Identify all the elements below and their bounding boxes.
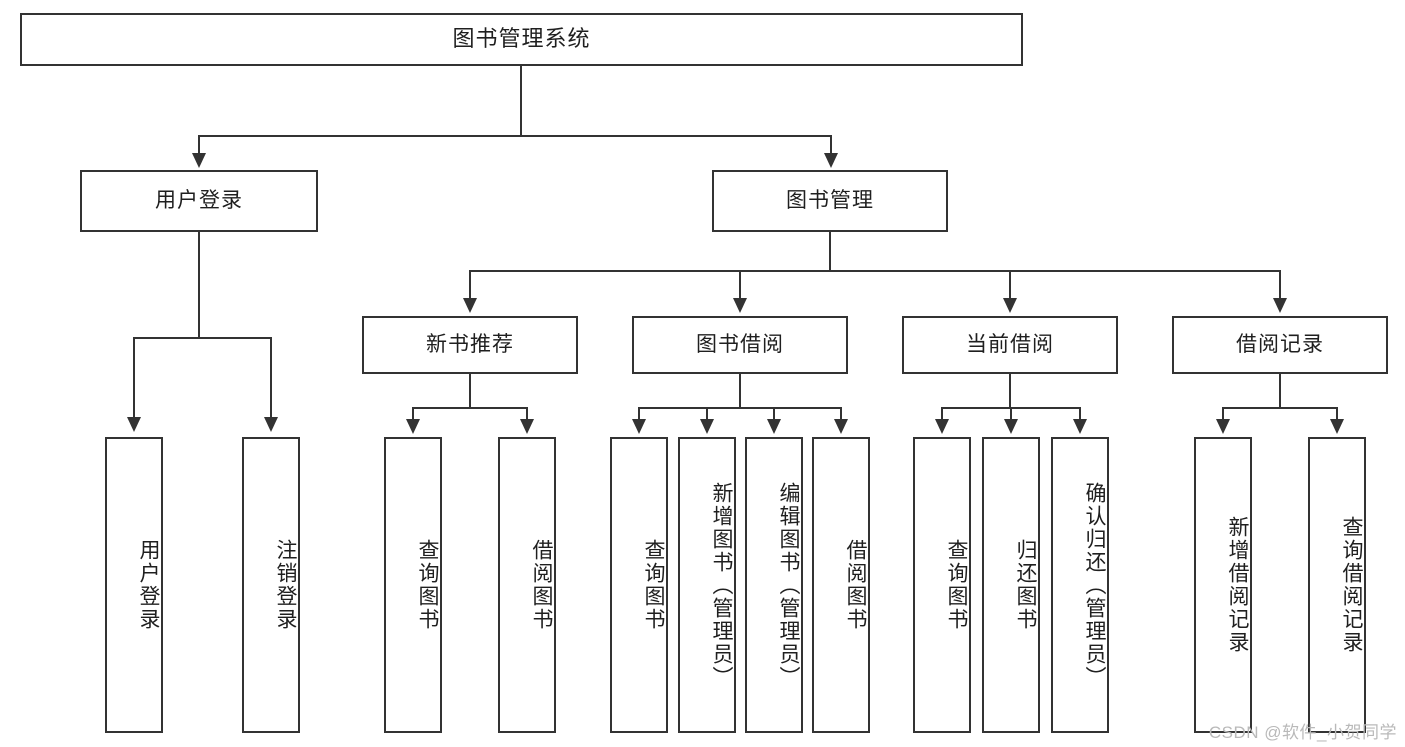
arrowhead-borrow-records-leaf-1 [1216,419,1230,434]
connector-user-login-stem [198,232,200,338]
leaf-add-borrow-record[interactable]: 新增借阅记录 [1194,437,1252,733]
connector-book-borrow-drop-3 [773,407,775,421]
node-book-borrow[interactable]: 图书借阅 [632,316,848,374]
connector-book-borrow-drop-2 [706,407,708,421]
connector-book-borrow-drop-4 [840,407,842,421]
connector-new-book-drop-2 [526,407,528,421]
leaf-logout[interactable]: 注销登录 [242,437,300,733]
node-borrow-records[interactable]: 借阅记录 [1172,316,1388,374]
node-label: 确认归还（管理员） [1083,481,1106,689]
arrowhead-to-borrow-records [1273,298,1287,313]
node-book-management[interactable]: 图书管理 [712,170,948,232]
node-label: 新书推荐 [426,333,514,357]
arrowhead-to-new-book-recommend [463,298,477,313]
leaf-current-borrow-confirm-return[interactable]: 确认归还（管理员） [1051,437,1109,733]
node-label: 查询借阅记录 [1340,516,1363,654]
connector-root-stem [520,66,522,136]
node-label: 图书借阅 [696,333,784,357]
connector-borrow-records-bus [1222,407,1338,409]
connector-user-login-drop-1 [133,337,135,419]
node-label: 用户登录 [137,539,160,631]
node-label: 归还图书 [1014,539,1037,631]
arrowhead-new-book-leaf-1 [406,419,420,434]
node-label: 借阅记录 [1236,333,1324,357]
connector-current-borrow-drop-2 [1010,407,1012,421]
node-label: 新增借阅记录 [1226,516,1249,654]
connector-root-drop-1 [198,135,200,155]
connector-new-book-drop-1 [412,407,414,421]
node-label: 查询图书 [416,539,439,631]
arrowhead-root-to-user-login [192,153,206,168]
leaf-book-borrow-borrow-book[interactable]: 借阅图书 [812,437,870,733]
arrowhead-book-borrow-leaf-4 [834,419,848,434]
node-user-login[interactable]: 用户登录 [80,170,318,232]
leaf-current-borrow-query-book[interactable]: 查询图书 [913,437,971,733]
arrowhead-book-borrow-leaf-3 [767,419,781,434]
node-label: 查询图书 [642,539,665,631]
connector-root-bus [198,135,832,137]
connector-current-borrow-drop-1 [941,407,943,421]
node-current-borrow[interactable]: 当前借阅 [902,316,1118,374]
connector-borrow-records-stem [1279,374,1281,408]
arrowhead-root-to-book-mgmt [824,153,838,168]
connector-user-login-bus [133,337,272,339]
arrowhead-to-book-borrow [733,298,747,313]
leaf-book-borrow-add-book[interactable]: 新增图书（管理员） [678,437,736,733]
node-label: 当前借阅 [966,333,1054,357]
leaf-book-borrow-edit-book[interactable]: 编辑图书（管理员） [745,437,803,733]
connector-book-borrow-bus [638,407,841,409]
connector-current-borrow-drop-3 [1079,407,1081,421]
connector-borrow-records-drop-1 [1222,407,1224,421]
connector-current-borrow-stem [1009,374,1011,408]
connector-level3-drop-2 [739,270,741,300]
node-label: 新增图书（管理员） [710,481,733,689]
arrowhead-borrow-records-leaf-2 [1330,419,1344,434]
connector-new-book-bus [412,407,528,409]
connector-level3-drop-4 [1279,270,1281,300]
arrowhead-current-borrow-leaf-2 [1004,419,1018,434]
node-label: 用户登录 [155,189,243,213]
node-label: 查询图书 [945,539,968,631]
arrowhead-to-leaf-logout [264,417,278,432]
leaf-new-book-query-book[interactable]: 查询图书 [384,437,442,733]
node-label: 借阅图书 [530,539,553,631]
leaf-new-book-borrow-book[interactable]: 借阅图书 [498,437,556,733]
leaf-user-login[interactable]: 用户登录 [105,437,163,733]
leaf-book-borrow-query-book[interactable]: 查询图书 [610,437,668,733]
arrowhead-current-borrow-leaf-3 [1073,419,1087,434]
arrowhead-to-leaf-user-login [127,417,141,432]
connector-user-login-drop-2 [270,337,272,419]
connector-root-drop-2 [830,135,832,155]
csdn-watermark: CSDN @软件_小贺同学 [1208,723,1397,742]
leaf-query-borrow-record[interactable]: 查询借阅记录 [1308,437,1366,733]
node-root-system[interactable]: 图书管理系统 [20,13,1023,66]
node-new-book-recommend[interactable]: 新书推荐 [362,316,578,374]
node-label: 编辑图书（管理员） [777,481,800,689]
connector-level3-drop-1 [469,270,471,300]
node-label: 借阅图书 [844,539,867,631]
node-label: 注销登录 [274,539,297,631]
node-label: 图书管理 [786,189,874,213]
connector-book-borrow-stem [739,374,741,408]
arrowhead-current-borrow-leaf-1 [935,419,949,434]
arrowhead-new-book-leaf-2 [520,419,534,434]
leaf-current-borrow-return-book[interactable]: 归还图书 [982,437,1040,733]
connector-new-book-stem [469,374,471,408]
connector-book-mgmt-stem [829,232,831,271]
arrowhead-book-borrow-leaf-1 [632,419,646,434]
node-label: 图书管理系统 [452,26,591,52]
connector-level3-drop-3 [1009,270,1011,300]
arrowhead-book-borrow-leaf-2 [700,419,714,434]
arrowhead-to-current-borrow [1003,298,1017,313]
connector-level3-bus [469,270,1281,272]
connector-book-borrow-drop-1 [638,407,640,421]
connector-borrow-records-drop-2 [1336,407,1338,421]
